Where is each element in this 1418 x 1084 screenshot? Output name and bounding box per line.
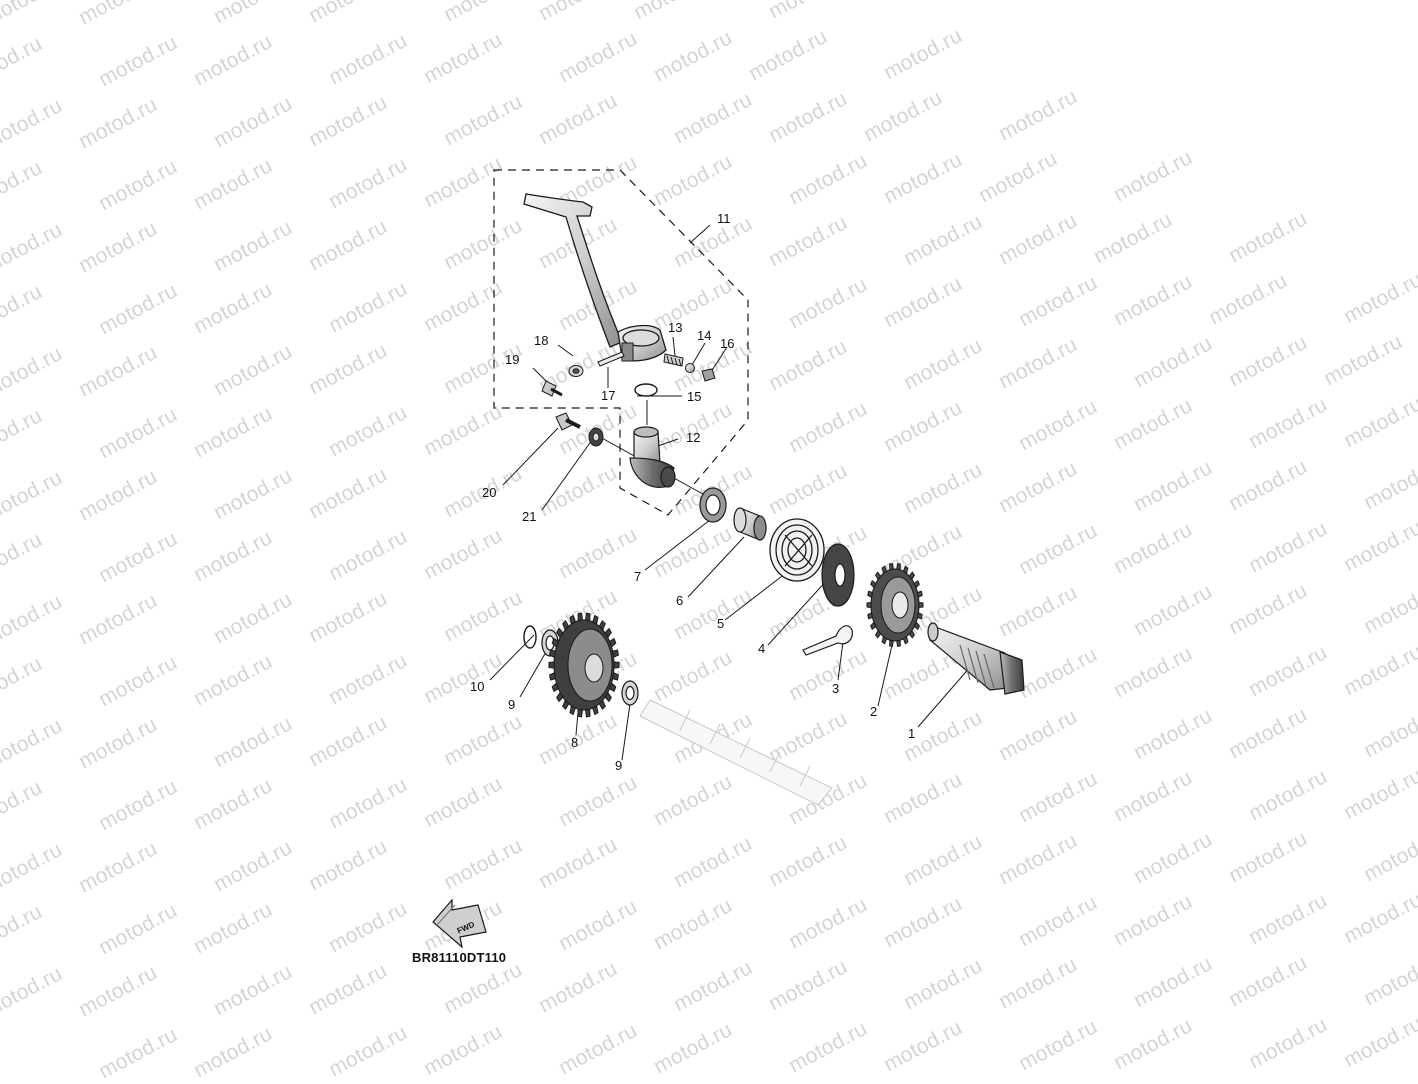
kick-boss-12 bbox=[629, 426, 676, 488]
bolt-19 bbox=[541, 380, 563, 397]
callout-2: 2 bbox=[870, 704, 878, 719]
spring-5 bbox=[769, 518, 825, 582]
callout-4: 4 bbox=[758, 641, 766, 656]
kick-lever bbox=[523, 193, 667, 362]
ball-14 bbox=[685, 363, 695, 373]
seal-7 bbox=[699, 487, 727, 523]
gear-2 bbox=[866, 563, 924, 647]
washer-18 bbox=[568, 365, 584, 377]
circlip-10 bbox=[523, 625, 537, 649]
callout-1: 1 bbox=[908, 726, 916, 741]
callout-9a: 9 bbox=[508, 697, 516, 712]
clip-3 bbox=[802, 625, 853, 656]
fwd-arrow-icon: FWD bbox=[432, 898, 487, 949]
bolt-20 bbox=[555, 412, 581, 431]
diagram-code: BR81110DT110 bbox=[412, 950, 507, 965]
callout-12: 12 bbox=[686, 430, 701, 445]
bushing-6 bbox=[733, 507, 767, 541]
callout-17: 17 bbox=[601, 388, 616, 403]
oring-15 bbox=[634, 383, 658, 397]
callout-14: 14 bbox=[697, 328, 712, 343]
callout-13: 13 bbox=[668, 320, 683, 335]
callout-16: 16 bbox=[720, 336, 735, 351]
callout-8: 8 bbox=[571, 735, 579, 750]
callout-9b: 9 bbox=[615, 758, 623, 773]
gear-8 bbox=[548, 612, 620, 718]
washer-21 bbox=[588, 427, 604, 447]
callout-6: 6 bbox=[676, 593, 684, 608]
kick-shaft-1 bbox=[927, 622, 1025, 695]
mainshaft-ghost bbox=[639, 699, 833, 806]
callout-5: 5 bbox=[717, 616, 725, 631]
assembly-boundary bbox=[493, 169, 749, 516]
callout-10: 10 bbox=[470, 679, 485, 694]
callout-7: 7 bbox=[634, 569, 642, 584]
callout-11: 11 bbox=[717, 211, 731, 226]
bolt-13 bbox=[663, 353, 684, 367]
callout-3: 3 bbox=[832, 681, 840, 696]
washer-9a bbox=[541, 629, 559, 657]
callout-20: 20 bbox=[482, 485, 497, 500]
callout-15: 15 bbox=[687, 389, 702, 404]
callout-19: 19 bbox=[505, 352, 520, 367]
washer-4 bbox=[821, 543, 855, 607]
cap-16 bbox=[701, 368, 716, 382]
washer-9b bbox=[621, 680, 639, 706]
callout-18: 18 bbox=[534, 333, 549, 348]
pin-17 bbox=[597, 351, 625, 367]
callout-21: 21 bbox=[522, 509, 537, 524]
